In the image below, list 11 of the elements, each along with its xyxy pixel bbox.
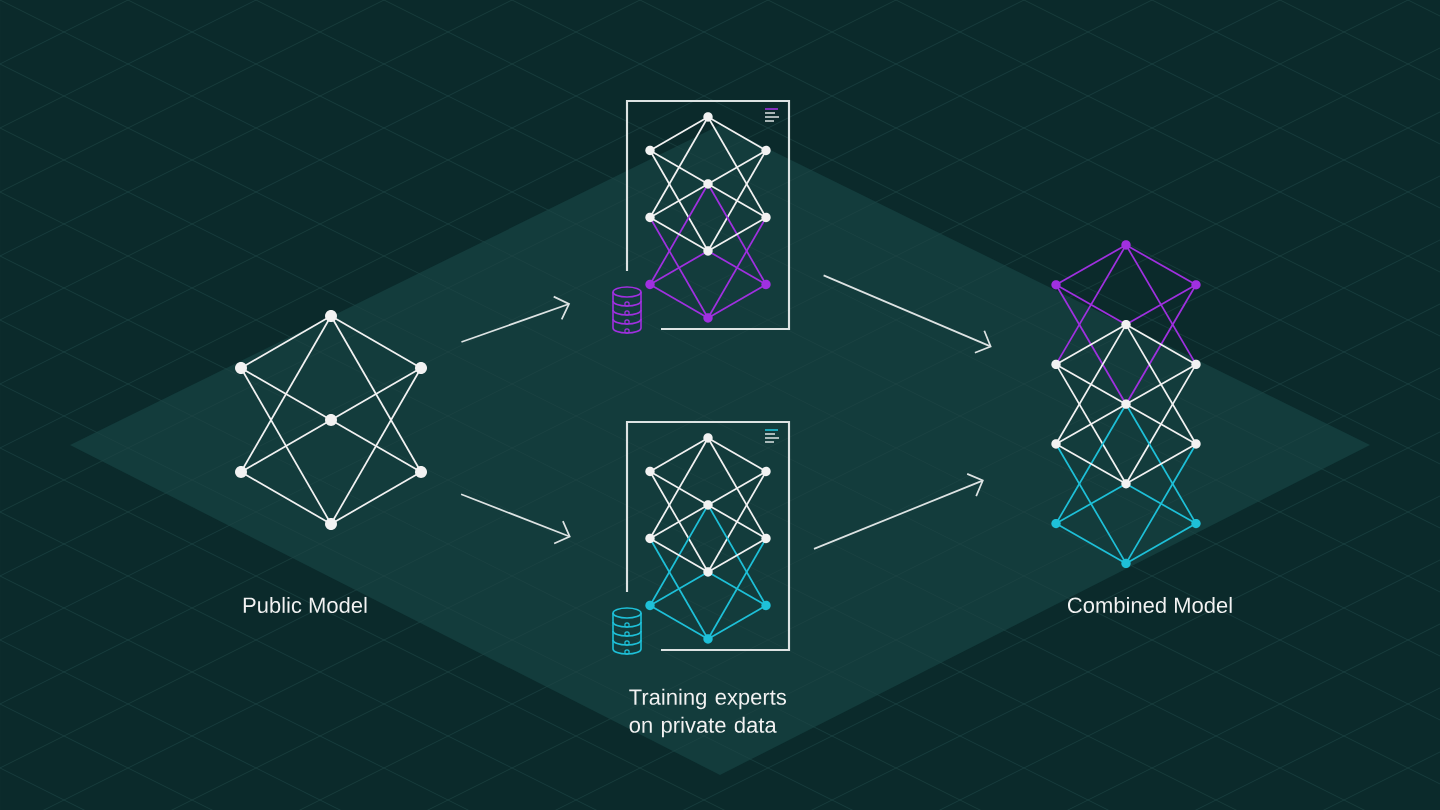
- arrow: [460, 295, 571, 343]
- panel-frame: [625, 420, 791, 652]
- node-label: Public Model: [243, 596, 367, 614]
- caption: Training experts on private data: [629, 688, 787, 738]
- network-drawing: [235, 310, 427, 530]
- panel-frame: [625, 99, 791, 331]
- arrow: [460, 493, 571, 545]
- arrow: [813, 473, 984, 550]
- network-drawing: [1051, 240, 1201, 569]
- arrow: [822, 274, 992, 354]
- node-label: Combined Model: [1067, 596, 1232, 614]
